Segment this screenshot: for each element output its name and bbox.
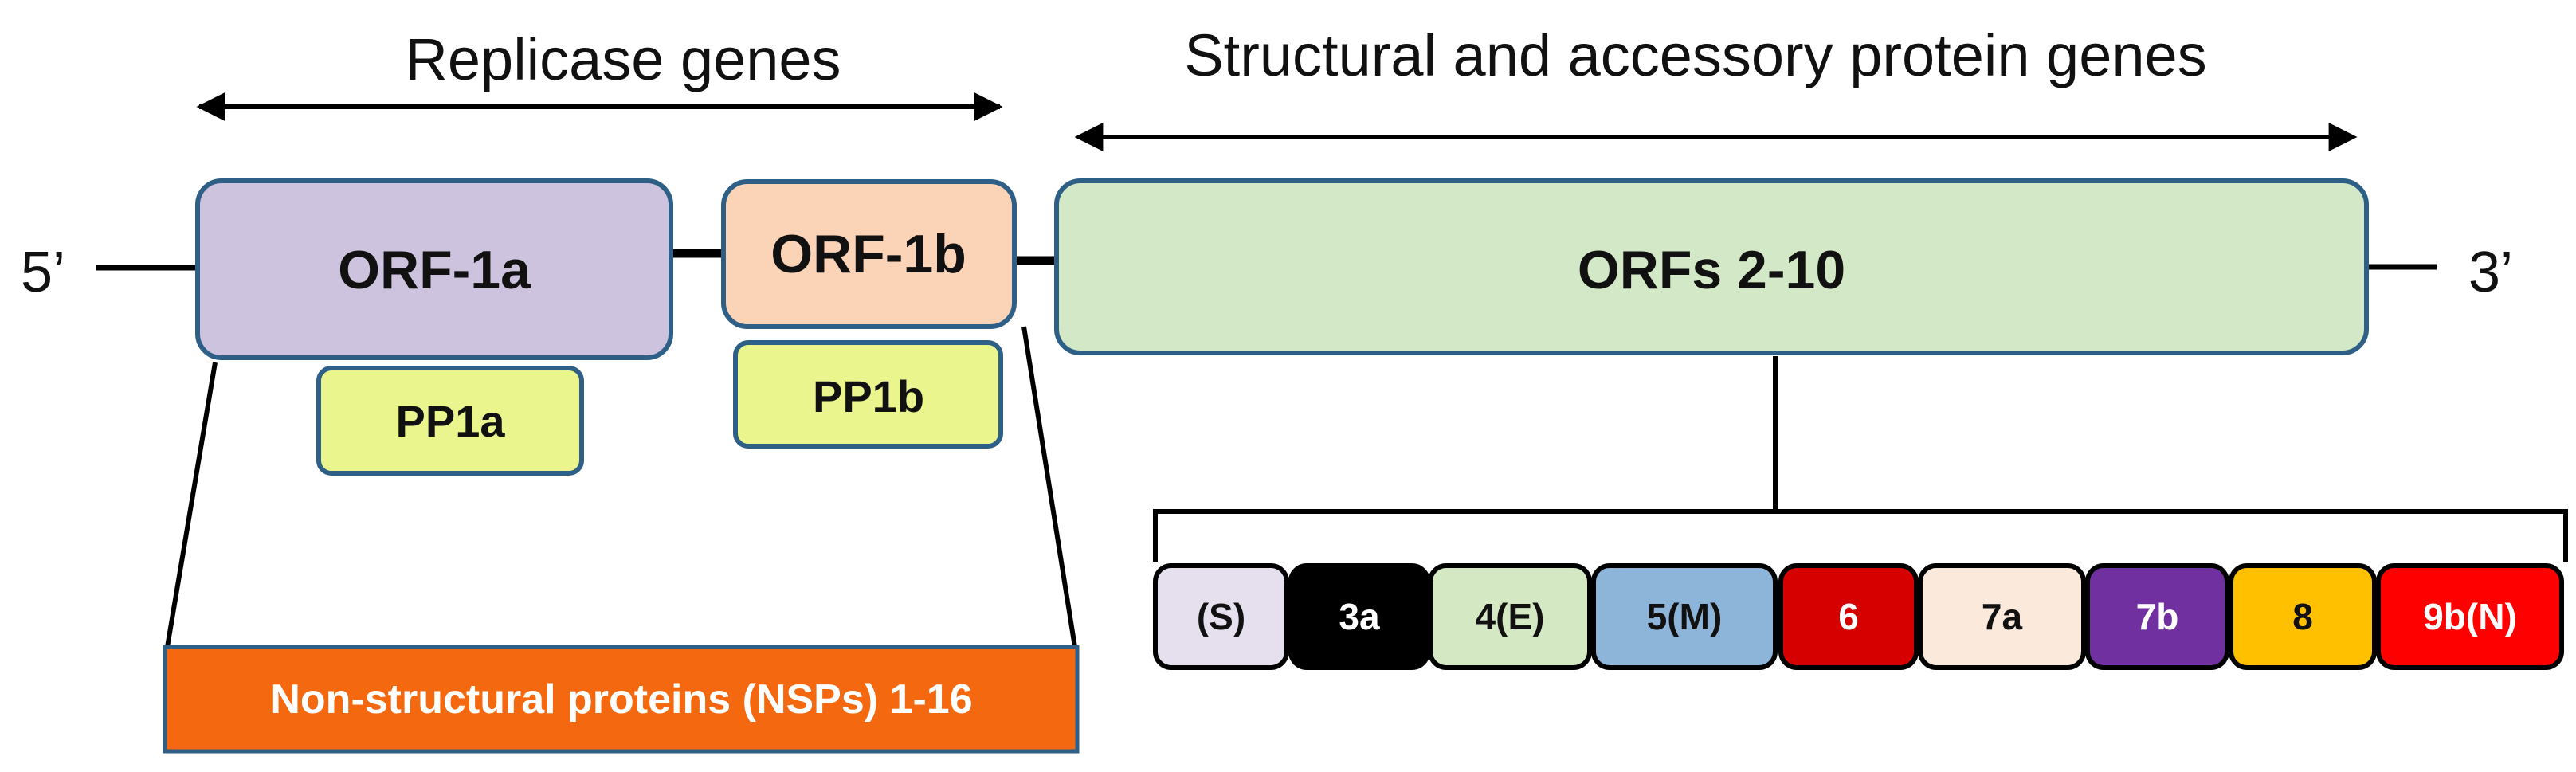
gene-bracket — [1153, 509, 2568, 562]
gene-label-5m: 5(M) — [1647, 596, 1723, 637]
gene-box-s — [1153, 563, 1289, 670]
replicase-genes-header: Replicase genes — [405, 26, 841, 92]
gene-label-8: 8 — [2292, 596, 2313, 637]
pp1a-label: PP1a — [396, 396, 506, 446]
pp1b-label: PP1b — [813, 371, 924, 421]
structural-genes-header: Structural and accessory protein genes — [1184, 22, 2206, 88]
gene-label-7b: 7b — [2136, 596, 2179, 637]
gene-label-9bn: 9b(N) — [2423, 596, 2517, 637]
orf-1b-label: ORF-1b — [770, 224, 966, 284]
gene-box-4e — [1428, 563, 1592, 670]
gene-label-4e: 4(E) — [1476, 596, 1545, 637]
gene-label-6: 6 — [1838, 596, 1859, 637]
gene-box-6 — [1778, 563, 1919, 670]
five-prime-label: 5’ — [21, 241, 65, 304]
gene-label-s: (S) — [1197, 596, 1245, 637]
pp1a-box — [316, 366, 584, 476]
nsp-box — [163, 645, 1080, 754]
gene-box-9bn — [2376, 563, 2564, 670]
three-prime-label: 3’ — [2468, 241, 2513, 304]
nsp-expansion-left-line — [165, 362, 218, 648]
orf-1a-label: ORF-1a — [338, 240, 531, 300]
gene-box-8 — [2229, 563, 2377, 670]
gene-label-7a: 7a — [1982, 596, 2023, 637]
orfs-2-10-label: ORFs 2-10 — [1578, 240, 1845, 300]
gene-label-3a: 3a — [1339, 596, 1380, 637]
orf-1a-box — [195, 178, 673, 360]
orf-1b-box — [721, 179, 1017, 329]
orfs-2-10-box — [1054, 178, 2369, 355]
accessory-gene-row: (S) 3a 4(E) 5(M) 6 7a 7b 8 9b(N) — [1153, 563, 2564, 670]
gene-box-7a — [1918, 563, 2086, 670]
gene-box-7b — [2085, 563, 2229, 670]
nsp-expansion-right-line — [1021, 326, 1077, 648]
nsp-label: Non-structural proteins (NSPs) 1-16 — [270, 676, 972, 723]
pp1b-box — [733, 340, 1003, 449]
gene-box-5m — [1591, 563, 1778, 670]
